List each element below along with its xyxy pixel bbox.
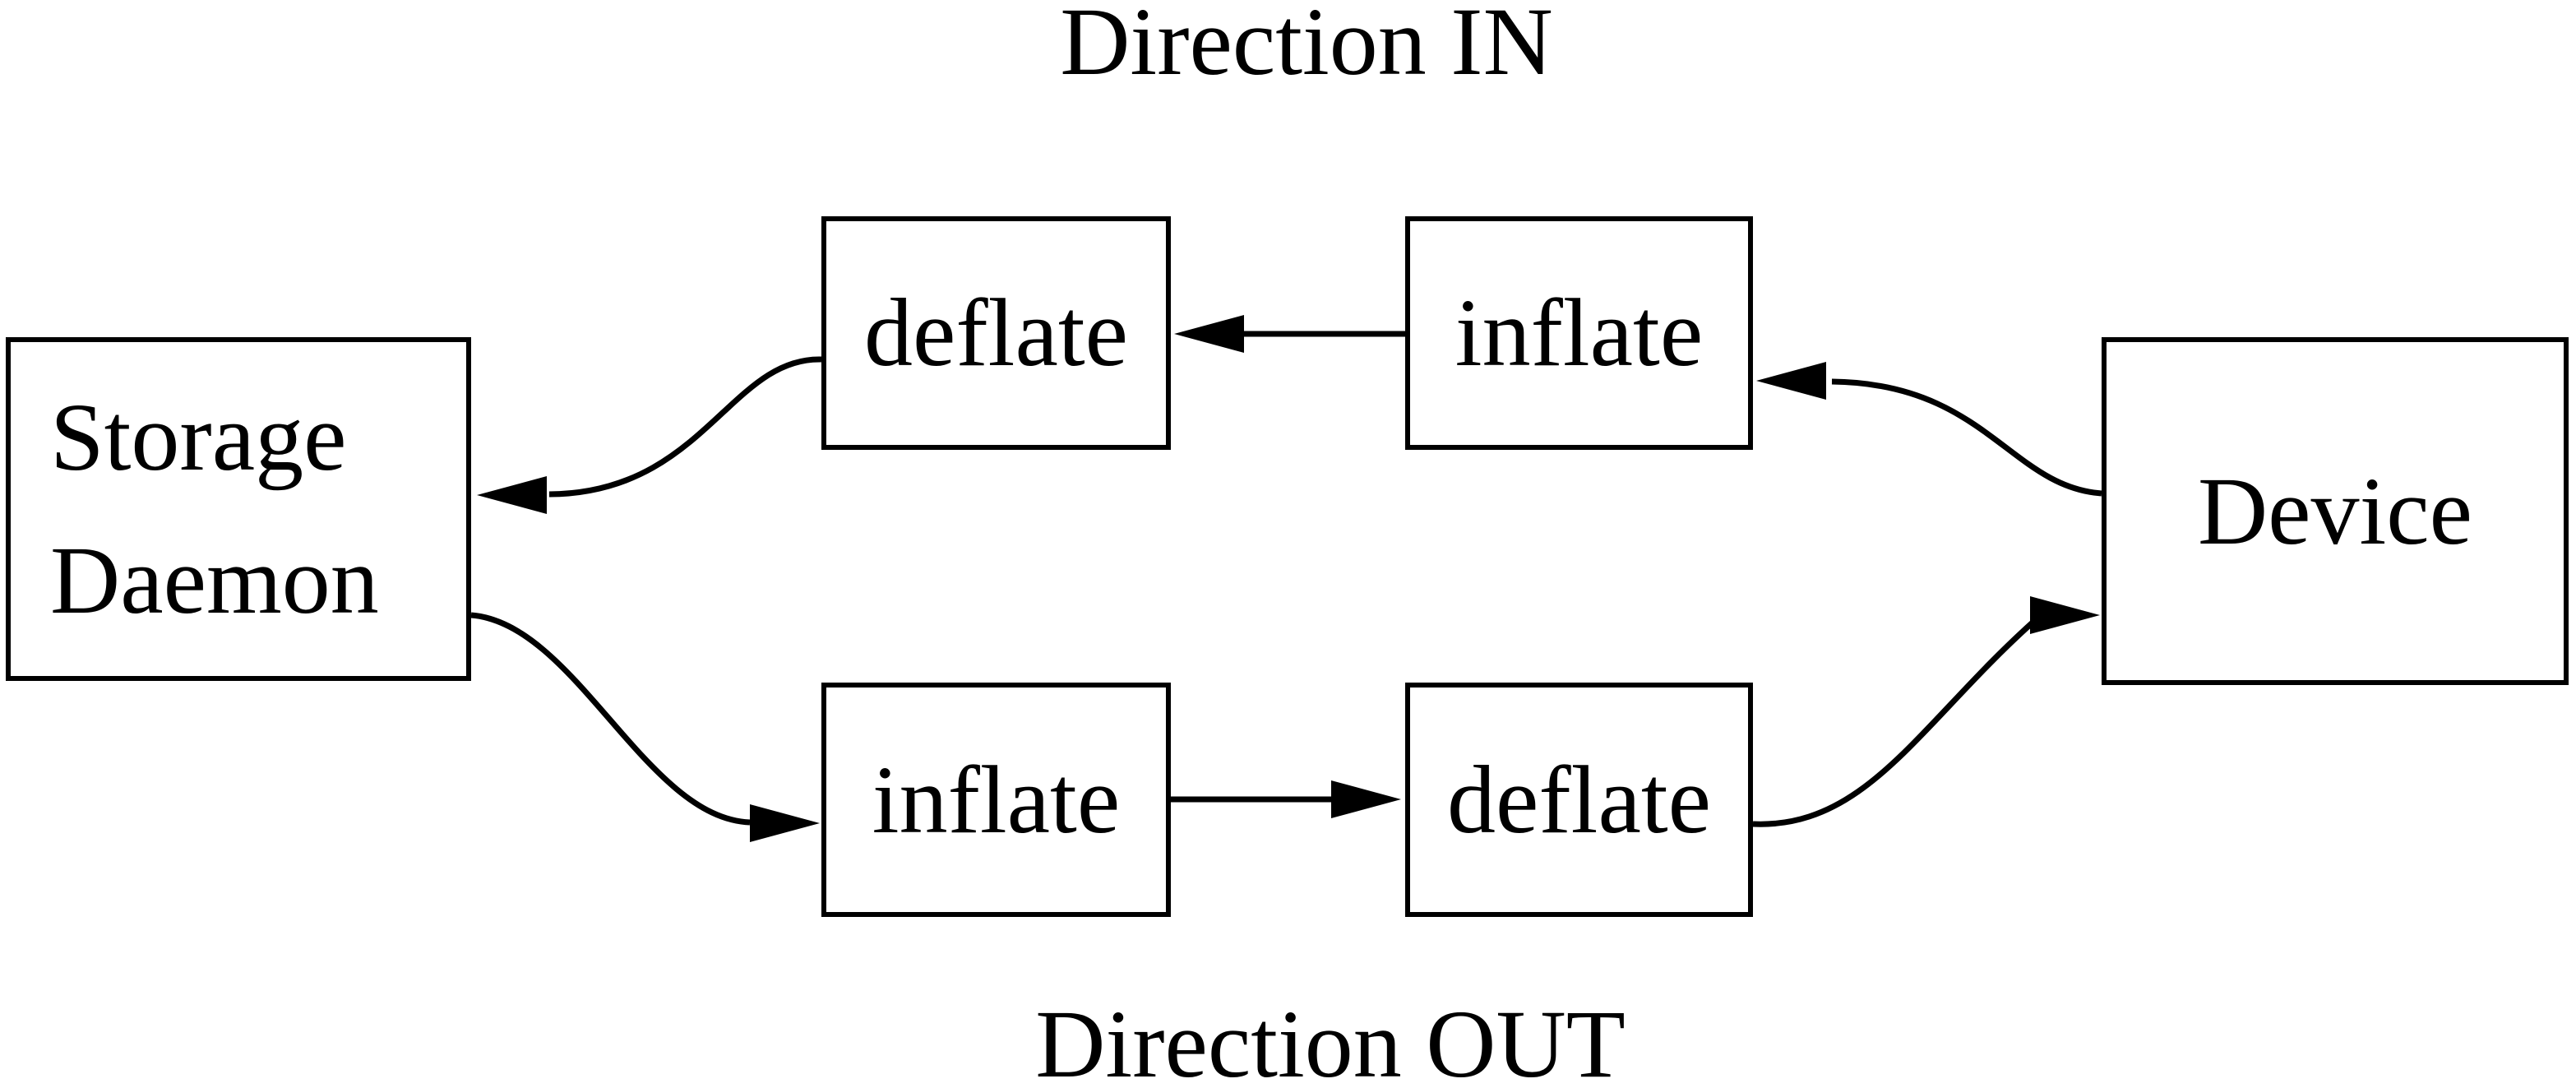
- direction-out-title: Direction OUT: [1035, 990, 1626, 1088]
- deflate-top-label: deflate: [864, 279, 1128, 387]
- storage-daemon-label: Storage Daemon: [50, 389, 379, 629]
- arrowhead-into-deflate-bottom: [1331, 780, 1401, 818]
- deflate-bottom-label: deflate: [1447, 745, 1711, 854]
- device-label: Device: [2197, 456, 2473, 565]
- edge-deflate-top-to-storage-daemon: [548, 356, 822, 498]
- storage-daemon-box: Storage Daemon: [6, 337, 471, 681]
- deflate-bottom-box: deflate: [1405, 683, 1753, 917]
- inflate-top-label: inflate: [1454, 279, 1704, 387]
- edge-deflate-bottom-to-device: [1752, 620, 2035, 827]
- storage-daemon-label-line1: Storage: [50, 383, 347, 491]
- storage-daemon-label-line2: Daemon: [50, 526, 379, 634]
- arrowhead-into-inflate-top: [1756, 362, 1826, 400]
- arrowhead-into-storage-daemon: [477, 476, 547, 514]
- edge-storage-daemon-to-inflate-bottom: [470, 612, 751, 826]
- inflate-bottom-box: inflate: [821, 683, 1171, 917]
- arrowhead-into-device: [2030, 596, 2100, 634]
- deflate-top-box: deflate: [821, 216, 1171, 450]
- arrowhead-into-inflate-bottom: [750, 804, 820, 842]
- direction-in-title: Direction IN: [1060, 0, 1553, 95]
- inflate-bottom-label: inflate: [872, 745, 1121, 854]
- edge-device-to-inflate-top: [1831, 378, 2102, 497]
- inflate-top-box: inflate: [1405, 216, 1753, 450]
- device-box: Device: [2102, 337, 2569, 685]
- arrowhead-into-deflate-top: [1174, 315, 1244, 353]
